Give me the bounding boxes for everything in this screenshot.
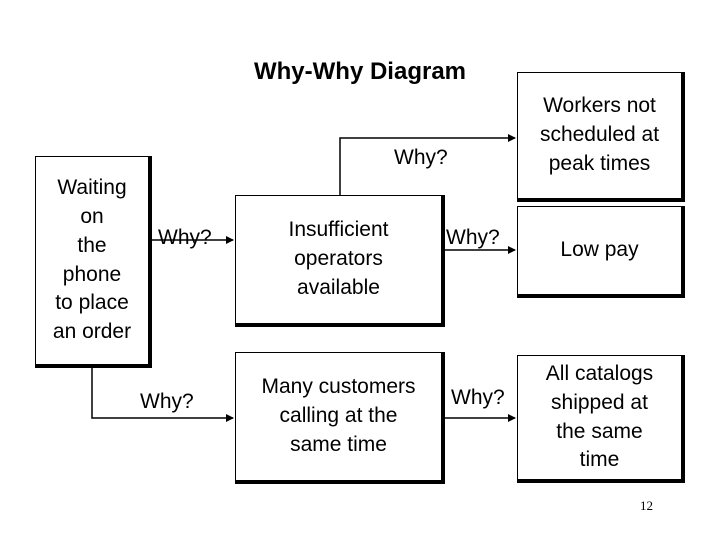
- diagram-title: Why-Why Diagram: [253, 58, 466, 85]
- cause-box-catalogs: All catalogs shipped at the same time: [517, 355, 685, 483]
- cause-scheduling-text: Workers not scheduled at peak times: [539, 94, 660, 175]
- arrow-operators-to-scheduling: [339, 134, 516, 196]
- page-number: 12: [640, 498, 653, 513]
- cause-operators-text: Insufficient operators available: [288, 218, 389, 299]
- why-label-5: Why?: [451, 386, 505, 409]
- cause-box-pay: Low pay: [517, 206, 685, 298]
- why-label-4: Why?: [446, 226, 500, 249]
- cause-pay-text: Low pay: [560, 238, 639, 262]
- why-label-2: Why?: [140, 390, 194, 413]
- why-label-3: Why?: [394, 146, 448, 169]
- cause-box-operators: Insufficient operators available: [235, 195, 445, 327]
- cause-customers-text: Many customers calling at the same time: [261, 375, 416, 456]
- arrow-problem-to-customers: [91, 368, 234, 422]
- why-label-1: Why?: [158, 226, 212, 249]
- cause-box-scheduling: Workers not scheduled at peak times: [517, 72, 685, 202]
- problem-box: Waiting on the phone to place an order: [35, 156, 152, 368]
- problem-text: Waiting on the phone to place an order: [52, 175, 132, 344]
- cause-catalogs-text: All catalogs shipped at the same time: [545, 361, 654, 472]
- cause-box-customers: Many customers calling at the same time: [235, 352, 445, 484]
